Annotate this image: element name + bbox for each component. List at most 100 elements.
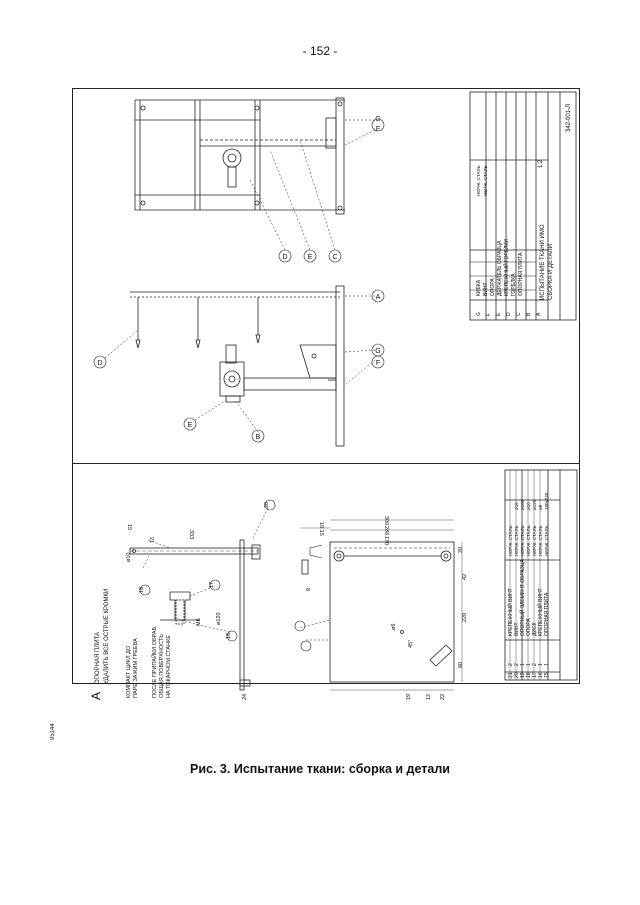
callout-letter: F <box>376 360 380 367</box>
bottom-part-material: НЕРЖ. СТАЛЬ <box>514 525 519 556</box>
top-part-pos: B <box>526 312 532 316</box>
bottom-part-name: ВИНТ <box>514 622 520 636</box>
callout-letter: A <box>376 294 381 301</box>
callout-letter: C <box>332 254 337 261</box>
bottom-part-material: НЕРЖ. СТАЛЬ <box>508 525 513 556</box>
bottom-part-qty: 2 <box>532 663 538 666</box>
callout-letter: F <box>376 126 380 133</box>
detail-note1: УДАЛИТЬ ВСЕ ОСТРЫЕ КРОМКИ <box>104 589 110 684</box>
bottom-part-qty: 1 <box>538 663 544 666</box>
dim-label: M6 <box>196 618 202 626</box>
dim-label: 19 <box>406 694 412 700</box>
bottom-part-pos: 17 <box>532 672 538 678</box>
bottom-part-name: ОПОРНЫЙ ЭЛЕМЕНТ ОБРАЗЦА <box>518 559 526 636</box>
bottom-plate <box>300 519 463 691</box>
dim-label: 22 <box>440 694 446 700</box>
bottom-part-name: ДИСК <box>532 622 538 636</box>
side-view <box>130 285 345 447</box>
bottom-part-material: НЕРЖ. СТАЛЬ <box>544 525 549 556</box>
bottom-part-size: ø16 <box>514 502 519 510</box>
bottom-rod-view <box>129 539 261 691</box>
top-part-name: КРЕПЕЖНЫЙ ГОРЕЛКИ <box>502 239 510 296</box>
dim-label: ø120 <box>216 612 222 625</box>
top-sheet-scale: 1:2 <box>538 159 544 168</box>
sheet-divider <box>72 463 580 464</box>
bottom-part-qty: 1 <box>520 663 526 666</box>
top-part-name: ОПОРА <box>490 278 496 296</box>
bottom-part-qty: 2 <box>508 663 514 666</box>
dim-label: 10 15 <box>318 522 324 536</box>
detail-letter: A <box>89 692 103 700</box>
top-view-frame <box>134 97 345 215</box>
bottom-part-size: 180x220 <box>544 492 549 510</box>
bottom-title-block <box>504 469 578 681</box>
drawing-sheet <box>72 88 580 684</box>
bottom-part-pos: 15 <box>544 672 550 678</box>
document-code: 95144 <box>50 723 56 740</box>
dim-label: ø6 <box>391 624 397 630</box>
detail-note3c: НА ТОКАРНОМ СТАНКЕ <box>166 635 172 698</box>
dim-label: 20 <box>264 502 270 508</box>
bottom-part-qty: 1 <box>544 663 550 666</box>
top-part-name: ОПОРНАЯ ПЛИТА <box>518 252 524 296</box>
dim-label: 42 <box>462 574 468 580</box>
callout-letter: G <box>375 348 380 355</box>
top-part-pos: A <box>536 312 542 316</box>
top-part-name: КИБКА <box>476 279 482 296</box>
top-part-pos: D <box>506 312 512 316</box>
dim-label: 12 <box>426 694 432 700</box>
dim-label: 170 <box>383 536 389 545</box>
dim-label: 8 <box>304 588 310 591</box>
bottom-part-size: ø120 <box>532 499 537 510</box>
bottom-part-material: НЕРЖ. СТАЛЬ <box>532 525 537 556</box>
bottom-part-pos: 21 <box>508 672 514 678</box>
bottom-part-material: НЕРЖ. СТАЛЬ <box>526 525 531 556</box>
callout-letter: D <box>97 360 102 367</box>
bottom-part-name: ОПОРА <box>526 618 532 636</box>
callout-letter: D <box>282 254 287 261</box>
bottom-part-qty: 1 <box>526 663 532 666</box>
dim-label: 16 <box>226 633 232 639</box>
dim-label: 280 <box>383 526 389 535</box>
top-part-pos: E <box>496 312 502 316</box>
bottom-part-size: ø8 <box>538 504 543 510</box>
detail-note2b: ПАРЕ ЗАЖИМ ГРЕЕВА <box>133 638 139 698</box>
bottom-part-pos: 20 <box>514 672 520 678</box>
dim-label: 18 <box>139 587 145 593</box>
bottom-part-pos: 19 <box>520 672 526 678</box>
callout-letter: B <box>256 434 261 441</box>
detail-note3a: ПОСЛЕ ПРИПАЙКИ ОБРАБ. <box>150 625 158 698</box>
top-title-line2: СБОРКА И ДЕТАЛИ <box>548 244 554 300</box>
bottom-part-name: КРЕПЕЖНЫЙ ВИНТ <box>536 588 544 636</box>
dim-label: 24 <box>242 694 248 700</box>
bottom-part-qty: 2 <box>514 663 520 666</box>
dim-label: 333 <box>188 530 194 539</box>
bottom-part-name: ОПОРНАЯ ПЛИТА <box>544 592 550 636</box>
bottom-part-size: ø10 <box>526 502 531 510</box>
dim-label: 220 <box>462 613 468 622</box>
dim-label: 17 <box>209 582 215 588</box>
callout-letter: G <box>375 116 380 123</box>
top-title-block <box>469 91 577 321</box>
top-sheet-code: 342-001-Л <box>566 104 572 132</box>
detail-note2a: КОМПАКТ ЦИКЛ ДО <box>126 645 132 698</box>
bottom-part-pos: 18 <box>526 672 532 678</box>
top-part-material: НЕРЖ. СТАЛЬ <box>483 165 488 196</box>
top-part-pos: G <box>476 312 482 316</box>
callout-letter: E <box>188 422 193 429</box>
dim-label: ø10 <box>126 553 132 562</box>
dim-label: 15 <box>126 524 132 530</box>
detail-title: ОПОРНАЯ ПЛИТА <box>95 632 101 684</box>
top-part-name: ДЕРЖАТЕЛЬ ОБРАЗЦА <box>497 240 503 296</box>
top-part-pos: C <box>516 312 522 316</box>
figure-caption: Рис. 3. Испытание ткани: сборка и детали <box>190 762 450 776</box>
top-part-material: НЕРЖ. СТАЛЬ <box>476 165 481 196</box>
bottom-part-name: КРЕПЕЖНЫЙ ВИНТ <box>506 588 514 636</box>
bottom-part-pos: 16 <box>538 672 544 678</box>
page-number: - 152 - <box>302 44 338 58</box>
top-title-line1: ИСПЫТАНИЕ ТКАНИ ИМО <box>540 224 546 300</box>
top-part-name: ВИНТ <box>483 282 489 296</box>
dim-label: 45° <box>408 640 414 648</box>
dim-label: 21 <box>148 537 154 543</box>
